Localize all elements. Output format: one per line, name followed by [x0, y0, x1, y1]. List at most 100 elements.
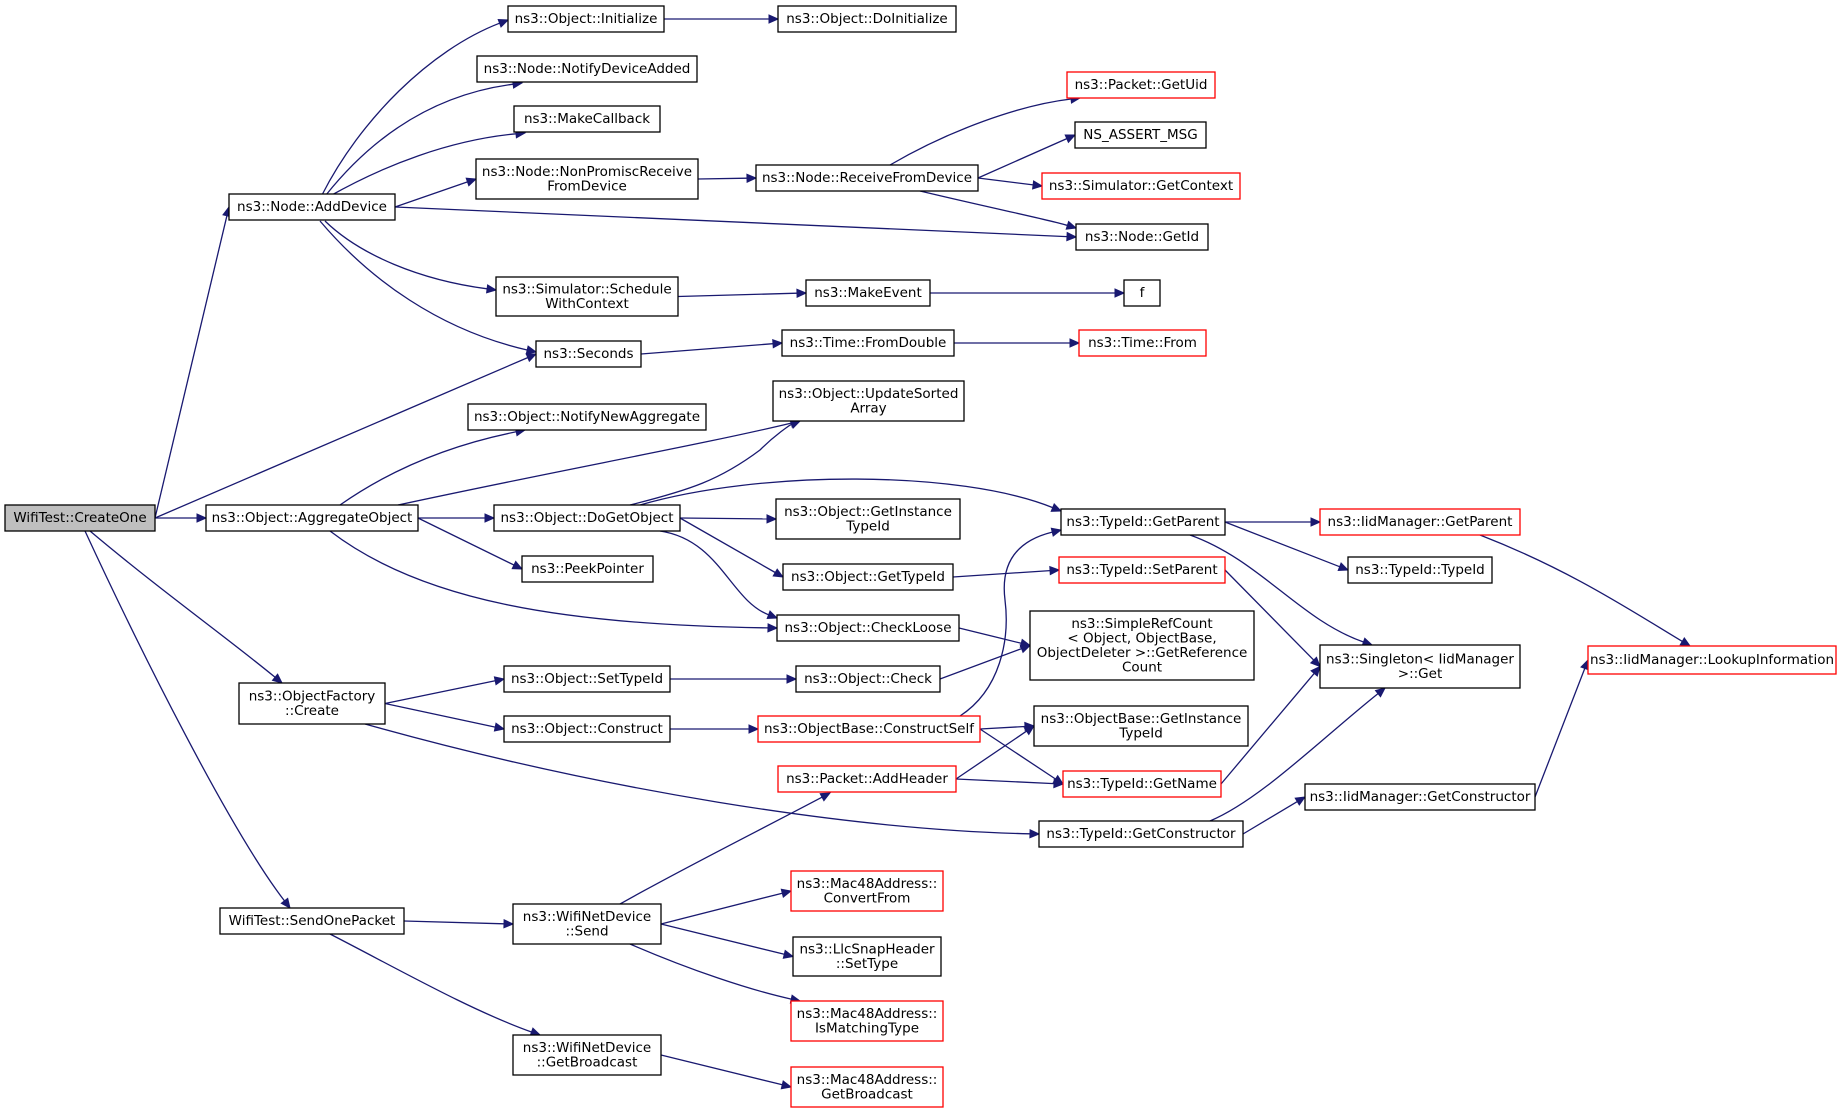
call-edge-adddevice-to-initialize [321, 18, 510, 196]
node-label-line: ns3::WifiNetDevice [523, 909, 651, 925]
node-iidgetconstructor[interactable]: ns3::IidManager::GetConstructor [1304, 783, 1536, 811]
node-label-line: ns3::Object::SetTypeId [511, 671, 663, 687]
node-aggregate[interactable]: ns3::Object::AggregateObject [205, 504, 419, 532]
node-adddevice[interactable]: ns3::Node::AddDevice [228, 193, 396, 221]
node-label-line: ::GetBroadcast [537, 1054, 638, 1070]
node-sendone[interactable]: WifiTest::SendOnePacket [219, 907, 405, 935]
node-notifyadded[interactable]: ns3::Node::NotifyDeviceAdded [476, 55, 698, 83]
node-assertmsg[interactable]: NS_ASSERT_MSG [1074, 121, 1207, 149]
node-initialize[interactable]: ns3::Object::Initialize [507, 5, 665, 33]
node-label-line: ns3::Node::GetId [1085, 229, 1199, 245]
node-wifigetbcast[interactable]: ns3::WifiNetDevice::GetBroadcast [512, 1034, 662, 1076]
node-timefrom[interactable]: ns3::Time::From [1078, 329, 1207, 357]
node-factcreate[interactable]: ns3::ObjectFactory::Create [238, 682, 386, 725]
node-label-line: WifiTest::CreateOne [13, 510, 146, 526]
node-settypeid_parent[interactable]: ns3::TypeId::SetParent [1058, 556, 1226, 584]
node-ismatching[interactable]: ns3::Mac48Address::IsMatchingType [790, 1000, 944, 1042]
call-edge-dogetobject-to-checkloose [659, 530, 779, 620]
call-edge-createone-to-sendone [84, 530, 291, 909]
call-edge-createone-to-adddevice [154, 205, 232, 519]
node-label-line: WithContext [545, 296, 629, 312]
node-label-line: ns3::Mac48Address:: [797, 1072, 938, 1088]
node-makeevent[interactable]: ns3::MakeEvent [805, 279, 931, 307]
call-edge-aggregate-to-dogetobject [418, 513, 496, 523]
node-label-line: ns3::Simulator::Schedule [502, 281, 671, 297]
call-edge-createone-to-factcreate [89, 530, 283, 684]
node-fromdouble[interactable]: ns3::Time::FromDouble [781, 329, 955, 357]
node-wifisend[interactable]: ns3::WifiNetDevice::Send [512, 903, 662, 945]
node-llcsettype[interactable]: ns3::LlcSnapHeader::SetType [792, 936, 942, 977]
node-peekpointer[interactable]: ns3::PeekPointer [521, 555, 654, 583]
node-constructself[interactable]: ns3::ObjectBase::ConstructSelf [757, 715, 981, 743]
node-getid[interactable]: ns3::Node::GetId [1075, 223, 1209, 251]
call-edge-dogetobject-to-typeidgetparent [639, 478, 1063, 512]
node-iidgetparent[interactable]: ns3::IidManager::GetParent [1319, 508, 1521, 536]
call-edge-recvfromdev-to-getuid [889, 94, 1082, 166]
node-label-line: f [1140, 285, 1146, 301]
call-edge-sendone-to-wifisend [403, 919, 515, 929]
call-edge-addheader-to-typeidgetname [955, 778, 1065, 789]
call-edge-typeidgetparent-to-iidgetparent [1225, 517, 1322, 527]
node-label-line: GetBroadcast [821, 1086, 913, 1102]
node-label-line: ns3::TypeId::SetParent [1066, 562, 1217, 578]
call-edge-typeidgetconstructor-to-iidgetconstructor [1242, 796, 1307, 835]
node-addheader[interactable]: ns3::Packet::AddHeader [777, 765, 957, 793]
node-convertfrom[interactable]: ns3::Mac48Address::ConvertFrom [790, 870, 944, 912]
node-label-line: ns3::MakeEvent [814, 285, 922, 301]
node-checkloose[interactable]: ns3::Object::CheckLoose [776, 614, 960, 642]
node-label-line: ns3::Node::NonPromiscReceive [482, 164, 692, 180]
node-label-line: < Object, ObjectBase, [1067, 630, 1216, 646]
node-label-line: ns3::Simulator::GetContext [1049, 178, 1233, 194]
node-label-line: ns3::IidManager::LookupInformation [1590, 652, 1834, 668]
call-edge-adddevice-to-nonpromisc [394, 177, 478, 208]
node-makecallback[interactable]: ns3::MakeCallback [513, 105, 661, 133]
node-doinit[interactable]: ns3::Object::DoInitialize [777, 5, 957, 33]
call-edge-dogetobject-to-gettypeid [679, 517, 785, 578]
node-label-line: ns3::Object::GetTypeId [791, 569, 945, 585]
node-label-line: ns3::IidManager::GetParent [1328, 514, 1513, 530]
node-label-line: ns3::Node::ReceiveFromDevice [762, 170, 972, 186]
call-edge-schedctx-to-makeevent [677, 288, 808, 298]
node-label-line: ns3::Object::DoGetObject [500, 510, 673, 526]
node-getuid[interactable]: ns3::Packet::GetUid [1066, 71, 1216, 99]
call-edge-initialize-to-doinit [664, 14, 780, 24]
node-objsettypeid[interactable]: ns3::Object::SetTypeId [503, 665, 671, 693]
call-edge-constructself-to-typeidgetparent [959, 527, 1063, 717]
node-objcheck[interactable]: ns3::Object::Check [795, 665, 941, 693]
node-label-line: ns3::Mac48Address:: [797, 1006, 938, 1022]
call-edge-wifisend-to-llcsettype [660, 923, 795, 959]
node-seconds[interactable]: ns3::Seconds [535, 340, 642, 368]
node-label-line: ::Send [565, 923, 608, 939]
node-typeidgetconstructor[interactable]: ns3::TypeId::GetConstructor [1038, 820, 1244, 848]
node-gettypeid[interactable]: ns3::Object::GetTypeId [782, 563, 954, 591]
node-notifynewagg[interactable]: ns3::Object::NotifyNewAggregate [467, 403, 707, 431]
node-typeidgetparent[interactable]: ns3::TypeId::GetParent [1060, 508, 1226, 536]
node-label-line: ns3::Time::From [1088, 335, 1197, 351]
node-singleton[interactable]: ns3::Singleton< IidManager>::Get [1319, 644, 1521, 689]
node-label-line: NS_ASSERT_MSG [1083, 127, 1197, 143]
node-label-line: ns3::Object::Construct [511, 721, 663, 737]
node-lookupinfo[interactable]: ns3::IidManager::LookupInformation [1587, 645, 1837, 675]
call-edge-adddevice-to-seconds [319, 220, 538, 355]
node-objconstruct[interactable]: ns3::Object::Construct [503, 715, 671, 743]
node-recvfromdev[interactable]: ns3::Node::ReceiveFromDevice [755, 164, 979, 192]
node-simplerefcount[interactable]: ns3::SimpleRefCount< Object, ObjectBase,… [1029, 610, 1255, 681]
node-f[interactable]: f [1123, 279, 1161, 307]
node-typeidgetname[interactable]: ns3::TypeId::GetName [1062, 770, 1222, 798]
call-edge-sendone-to-wifigetbcast [329, 933, 542, 1037]
call-edge-objconstruct-to-constructself [670, 724, 760, 734]
node-dogetobject[interactable]: ns3::Object::DoGetObject [493, 504, 681, 532]
node-typeidtypeid[interactable]: ns3::TypeId::TypeId [1347, 556, 1493, 584]
node-label-line: ns3::Node::AddDevice [237, 199, 387, 215]
call-edge-adddevice-to-schedctx [324, 220, 498, 294]
node-getcontext[interactable]: ns3::Simulator::GetContext [1041, 172, 1241, 200]
node-macgetbcast[interactable]: ns3::Mac48Address::GetBroadcast [790, 1066, 944, 1108]
call-edge-objsettypeid-to-objcheck [670, 674, 798, 684]
node-label-line: IsMatchingType [815, 1020, 919, 1036]
node-label-line: ns3::IidManager::GetConstructor [1310, 789, 1531, 805]
